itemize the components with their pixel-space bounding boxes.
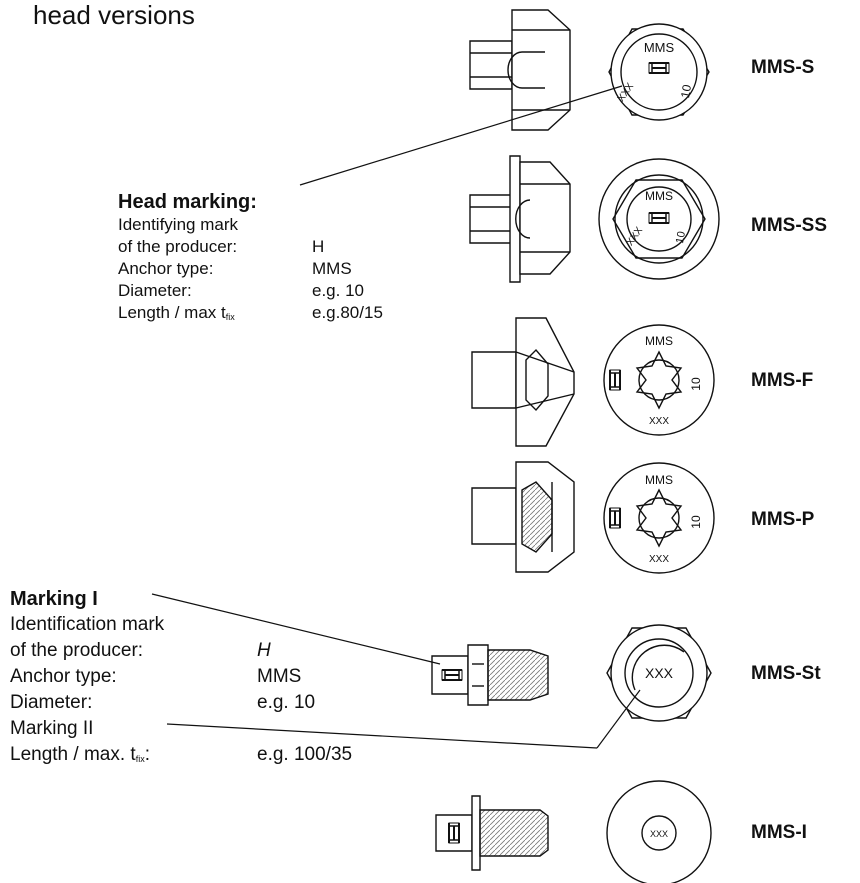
producer-mark-icon [609,507,621,529]
legend-value: MMS [257,666,302,687]
legend-key: Identification mark [10,614,165,635]
variant-label-mms-p: MMS-P [751,509,815,530]
head-text-mms: MMS [645,189,673,203]
head-text-ten: 10 [689,377,703,391]
legend-value: e.g. 10 [312,281,364,300]
side-view-mms-f [472,318,574,446]
head-text-xxx: XXX [645,665,674,681]
page-title: head versions [33,0,195,30]
head-text-ten: 10 [674,230,688,244]
legend-key: of the producer: [10,640,144,661]
producer-mark-icon [609,369,621,391]
variant-label-mms-i: MMS-I [751,822,807,843]
variant-label-mms-st: MMS-St [751,663,821,684]
head-view-mms-f [604,325,714,435]
head-text-mms: MMS [644,40,675,55]
leader-line-head-marking [300,86,622,185]
side-view-mms-ss [470,156,570,282]
legend-key: Identifying mark [118,215,238,234]
legend-key: Diameter: [10,692,93,713]
legend-value: e.g. 10 [257,692,316,713]
variant-label-mms-s: MMS-S [751,57,815,78]
producer-mark-icon [448,822,460,844]
legend-value: e.g.80/15 [312,303,383,322]
head-text-xxx: XXX [649,554,669,565]
legend-key: Length / max tfix [118,303,235,322]
variant-label-mms-ss: MMS-SS [751,215,827,236]
legend-key: of the producer: [118,237,238,256]
head-marking-title: Head marking: [118,191,257,213]
legend-key: Anchor type: [118,259,214,278]
variant-label-mms-f: MMS-F [751,370,814,391]
head-text-xxx: XXX [649,416,669,427]
head-text-mms: MMS [645,473,673,487]
head-view-mms-i [607,781,711,883]
producer-mark-icon [648,212,670,224]
marking-ii-title: Marking II [10,718,94,739]
side-view-mms-st [432,645,548,705]
leader-line-marking-ii [167,724,597,748]
legend-value: MMS [312,259,352,278]
head-text-ten: 10 [689,515,703,529]
head-text-mms: MMS [645,334,673,348]
legend-key: Length / max. tfix: [10,744,150,765]
legend-value: e.g. 100/35 [257,744,353,765]
producer-mark-icon [648,62,670,74]
side-view-mms-s [470,10,570,130]
head-text-xxx: XXX [650,829,668,839]
producer-mark-icon [441,669,463,681]
head-view-mms-p [604,463,714,573]
legend-key: Anchor type: [10,666,117,687]
legend-value: H [312,237,325,256]
leader-line-marking-i [152,594,440,664]
marking-i-title: Marking I [10,588,98,610]
head-text-ten: 10 [678,83,694,99]
side-view-mms-p [472,462,574,572]
legend-value: H [257,640,271,661]
legend-key: Diameter: [118,281,192,300]
